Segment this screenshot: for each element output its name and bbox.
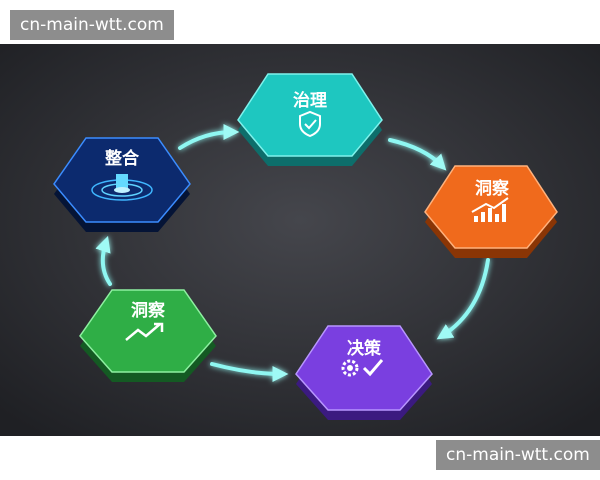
trend-up-icon [125,322,164,341]
node-decision: 决策 [295,325,433,420]
node-integration-label: 整合 [105,148,140,169]
node-insight-orange-label: 洞察 [475,178,510,199]
cycle-arrows [95,124,490,382]
gear-check-icon [341,359,384,377]
node-insight-green-label: 洞察 [131,300,166,321]
node-governance-label: 治理 [293,90,327,111]
node-insight-orange: 洞察 [424,165,558,258]
arrow-governance-to-insight [388,138,447,171]
arrow-insight-to-integration [95,235,112,286]
watermark-top: cn-main-wtt.com [10,10,174,40]
arrow-insight-to-decision [436,258,490,340]
bar-chart-icon [471,197,509,222]
shield-check-icon [299,110,321,138]
node-insight-green: 洞察 [79,289,217,382]
data-core-icon [91,174,153,201]
node-governance: 治理 [237,73,383,166]
cycle-diagram: 治理 洞察 决策 洞察 [0,44,600,436]
arrow-insight-to-decision-lower [210,362,289,382]
arrow-integration-to-governance [178,124,240,150]
node-integration: 整合 [53,137,191,232]
watermark-bottom: cn-main-wtt.com [436,440,600,470]
node-decision-label: 决策 [347,338,382,359]
